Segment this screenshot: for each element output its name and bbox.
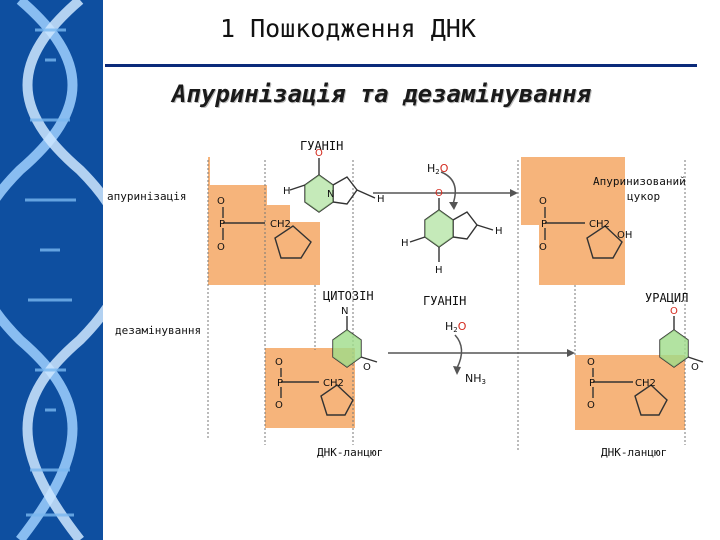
free-guanine-h2: H <box>401 238 409 249</box>
slide-subtitle: Апуринізація та дезамінування <box>172 80 592 108</box>
atom-o-8: O <box>587 400 595 411</box>
ammonia: NH3 <box>465 372 486 386</box>
water-top: H2O <box>427 162 449 176</box>
atom-o-1: O <box>217 196 225 207</box>
uracil-label: УРАЦИЛ <box>645 291 688 305</box>
apurinization-box <box>105 185 205 207</box>
atom-o-6: O <box>275 400 283 411</box>
guanine-o: O <box>315 148 323 159</box>
atom-p-1: P <box>219 219 225 230</box>
dna-helix-graphic <box>0 0 103 540</box>
atom-o-3: O <box>539 196 547 207</box>
water-bottom-sub: 2 <box>453 326 457 334</box>
ch2-3: CH2 <box>323 378 344 389</box>
apurinic-sugar-label-line1: Апуринизований <box>593 175 686 188</box>
dna-chain-right-label: ДНК-ланцюг <box>601 446 667 459</box>
title-divider <box>105 64 697 67</box>
cytosine-n: N <box>341 306 348 317</box>
water-bottom: H2O <box>445 320 467 334</box>
guanine-h2: H <box>283 186 291 197</box>
guanine-h: H <box>377 194 385 205</box>
cytosine-o: O <box>363 362 371 373</box>
apurinization-label: апуринізація <box>107 190 186 203</box>
free-guanine-o: O <box>435 188 443 199</box>
oh-label: OH <box>617 230 632 241</box>
dna-damage-diagram: ГУАНІН апуринізація Апуринизований цукор… <box>105 139 704 459</box>
guanine-free-label: ГУАНІН <box>423 294 466 308</box>
atom-o-4: O <box>539 242 547 253</box>
backbone-panels <box>208 157 685 430</box>
free-guanine-h: H <box>495 226 503 237</box>
water-top-o: O <box>440 162 449 175</box>
atom-o-2: O <box>217 242 225 253</box>
water-bottom-o: O <box>458 320 467 333</box>
ch2-2: CH2 <box>589 219 610 230</box>
slide-title: 1 Пошкодження ДНК <box>220 14 476 43</box>
deamination-label: дезамінування <box>115 324 201 337</box>
strand-connectors <box>207 160 686 450</box>
ch2-1: CH2 <box>270 219 291 230</box>
atom-o-5: O <box>275 357 283 368</box>
water-top-h: H <box>427 162 435 175</box>
free-guanine-ring <box>425 210 453 247</box>
cytosine-ring <box>333 330 361 367</box>
cytosine-label: ЦИТОЗІН <box>323 289 374 303</box>
uracil-o: O <box>691 362 699 373</box>
atom-p-4: P <box>589 378 595 389</box>
free-guanine-h3: H <box>435 265 443 276</box>
atom-p-2: P <box>541 219 547 230</box>
guanine-top-label: ГУАНІН <box>300 139 343 153</box>
uracil-ring <box>660 330 688 367</box>
water-bottom-h: H <box>445 320 453 333</box>
ch2-4: CH2 <box>635 378 656 389</box>
guanine-ring <box>305 175 333 212</box>
atom-labels: O P O CH2 O N H H O H H H O P O CH2 OH N… <box>217 148 699 411</box>
reaction-arrows <box>373 171 575 375</box>
uracil-o-top: O <box>670 306 678 317</box>
water-top-sub: 2 <box>435 168 439 176</box>
ammonia-sub: 3 <box>482 378 486 386</box>
dna-helix-banner <box>0 0 103 540</box>
atom-p-3: P <box>277 378 283 389</box>
apurinic-sugar-label-line2: цукор <box>627 190 660 203</box>
atom-o-7: O <box>587 357 595 368</box>
ammonia-n: NH <box>465 372 482 385</box>
guanine-n: N <box>327 189 334 200</box>
dna-chain-left-label: ДНК-ланцюг <box>317 446 383 459</box>
